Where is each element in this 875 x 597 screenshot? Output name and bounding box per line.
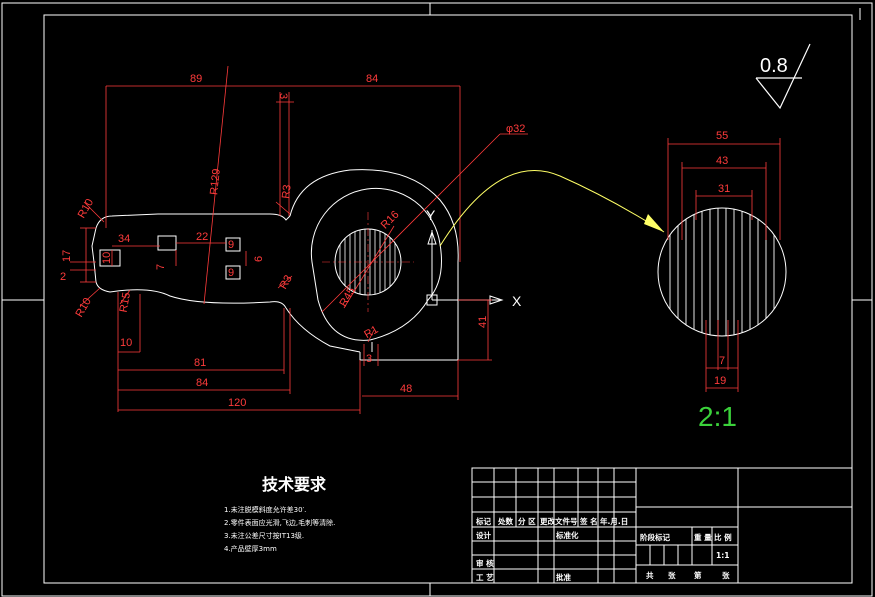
roughness-value: 0.8 [760, 55, 788, 77]
detail-circle [657, 207, 787, 337]
dimension-lines [70, 65, 528, 414]
tb-sheet-1: 张 [668, 571, 676, 580]
detail-dim-43: 43 [716, 155, 728, 167]
tech-req-item-1: 1.未注脱模斜度允许差30′. [224, 505, 306, 514]
dim-7-left: 7 [155, 264, 167, 270]
tb-stage: 阶段标记 [640, 532, 670, 542]
detail-dim-7: 7 [719, 355, 725, 367]
tech-req-item-2: 2.零件表面应光滑,飞边,毛刺等清除. [224, 518, 335, 527]
detail-leader [439, 169, 665, 247]
dim-2: 2 [60, 271, 66, 283]
tb-sheet-2: 张 [722, 571, 730, 580]
detail-scale: 2:1 [698, 401, 737, 432]
detail-dimension-lines [667, 138, 781, 392]
dim-89: 89 [190, 73, 202, 85]
dim-6: 6 [253, 256, 265, 262]
dim-81: 81 [194, 357, 206, 369]
tech-req-title: 技术要求 [262, 475, 327, 494]
dim-r3-bottom: R3 [277, 273, 294, 291]
tb-no: 第 [694, 570, 702, 580]
dim-r10-top: R10 [76, 197, 96, 220]
axis-y-label: Y [426, 207, 436, 223]
detail-leader-arrow [644, 214, 664, 232]
axis-x-label: X [512, 293, 522, 309]
axis-marker [426, 230, 504, 306]
detail-dim-55: 55 [716, 130, 728, 142]
detail-dim-19: 19 [714, 375, 726, 387]
tb-approve: 批准 [556, 572, 571, 582]
dim-9-bottom: 9 [228, 267, 234, 279]
tb-weight: 重 量 [694, 532, 712, 542]
dim-phi32: φ32 [506, 123, 525, 135]
dim-9-top: 9 [228, 239, 234, 251]
dim-48: 48 [400, 383, 412, 395]
tb-scale: 1:1 [716, 551, 729, 560]
dim-3-bottom: 3 [366, 353, 372, 365]
part-outline [91, 169, 459, 361]
dim-84-top: 84 [366, 73, 378, 85]
tb-ratio: 比 例 [714, 532, 732, 542]
dim-r129: R129 [208, 168, 223, 195]
tech-req-item-3: 3.未注公差尺寸按IT13级. [224, 531, 304, 540]
dim-41: 41 [477, 316, 489, 328]
detail-dim-31: 31 [718, 183, 730, 195]
dim-34: 34 [118, 233, 130, 245]
tb-change-doc: 更改文件号 [540, 516, 578, 526]
tb-design: 设计 [476, 530, 491, 540]
dim-3-top: 3 [277, 93, 289, 99]
tb-count: 处数 [497, 516, 513, 526]
tb-date: 年.月.日 [600, 516, 628, 526]
tb-sign: 签 名 [579, 516, 598, 526]
tb-mark: 标记 [475, 516, 491, 526]
dim-r16: R16 [379, 209, 402, 232]
dim-10-bottom: 10 [120, 337, 132, 349]
roughness-symbol [755, 43, 811, 110]
tb-standard: 标准化 [555, 530, 579, 540]
tb-process: 工 艺 [476, 572, 494, 582]
dim-r15: R15 [118, 291, 133, 313]
title-block [471, 467, 853, 584]
dim-120: 120 [228, 397, 246, 409]
dim-r3-top: R3 [280, 184, 293, 199]
tb-zone: 分 区 [518, 516, 536, 526]
center-lines [322, 212, 414, 312]
dim-84-bottom: 84 [196, 377, 208, 389]
dim-17: 17 [61, 250, 73, 262]
tech-req-item-4: 4.产品壁厚3mm [224, 544, 277, 553]
dim-22: 22 [196, 231, 208, 243]
tb-total: 共 [646, 570, 654, 580]
tb-check: 审 核 [476, 558, 494, 568]
dim-10-left: 10 [101, 252, 113, 264]
dim-r10-bottom: R10 [73, 296, 93, 319]
dim-r1: R1 [362, 324, 380, 341]
